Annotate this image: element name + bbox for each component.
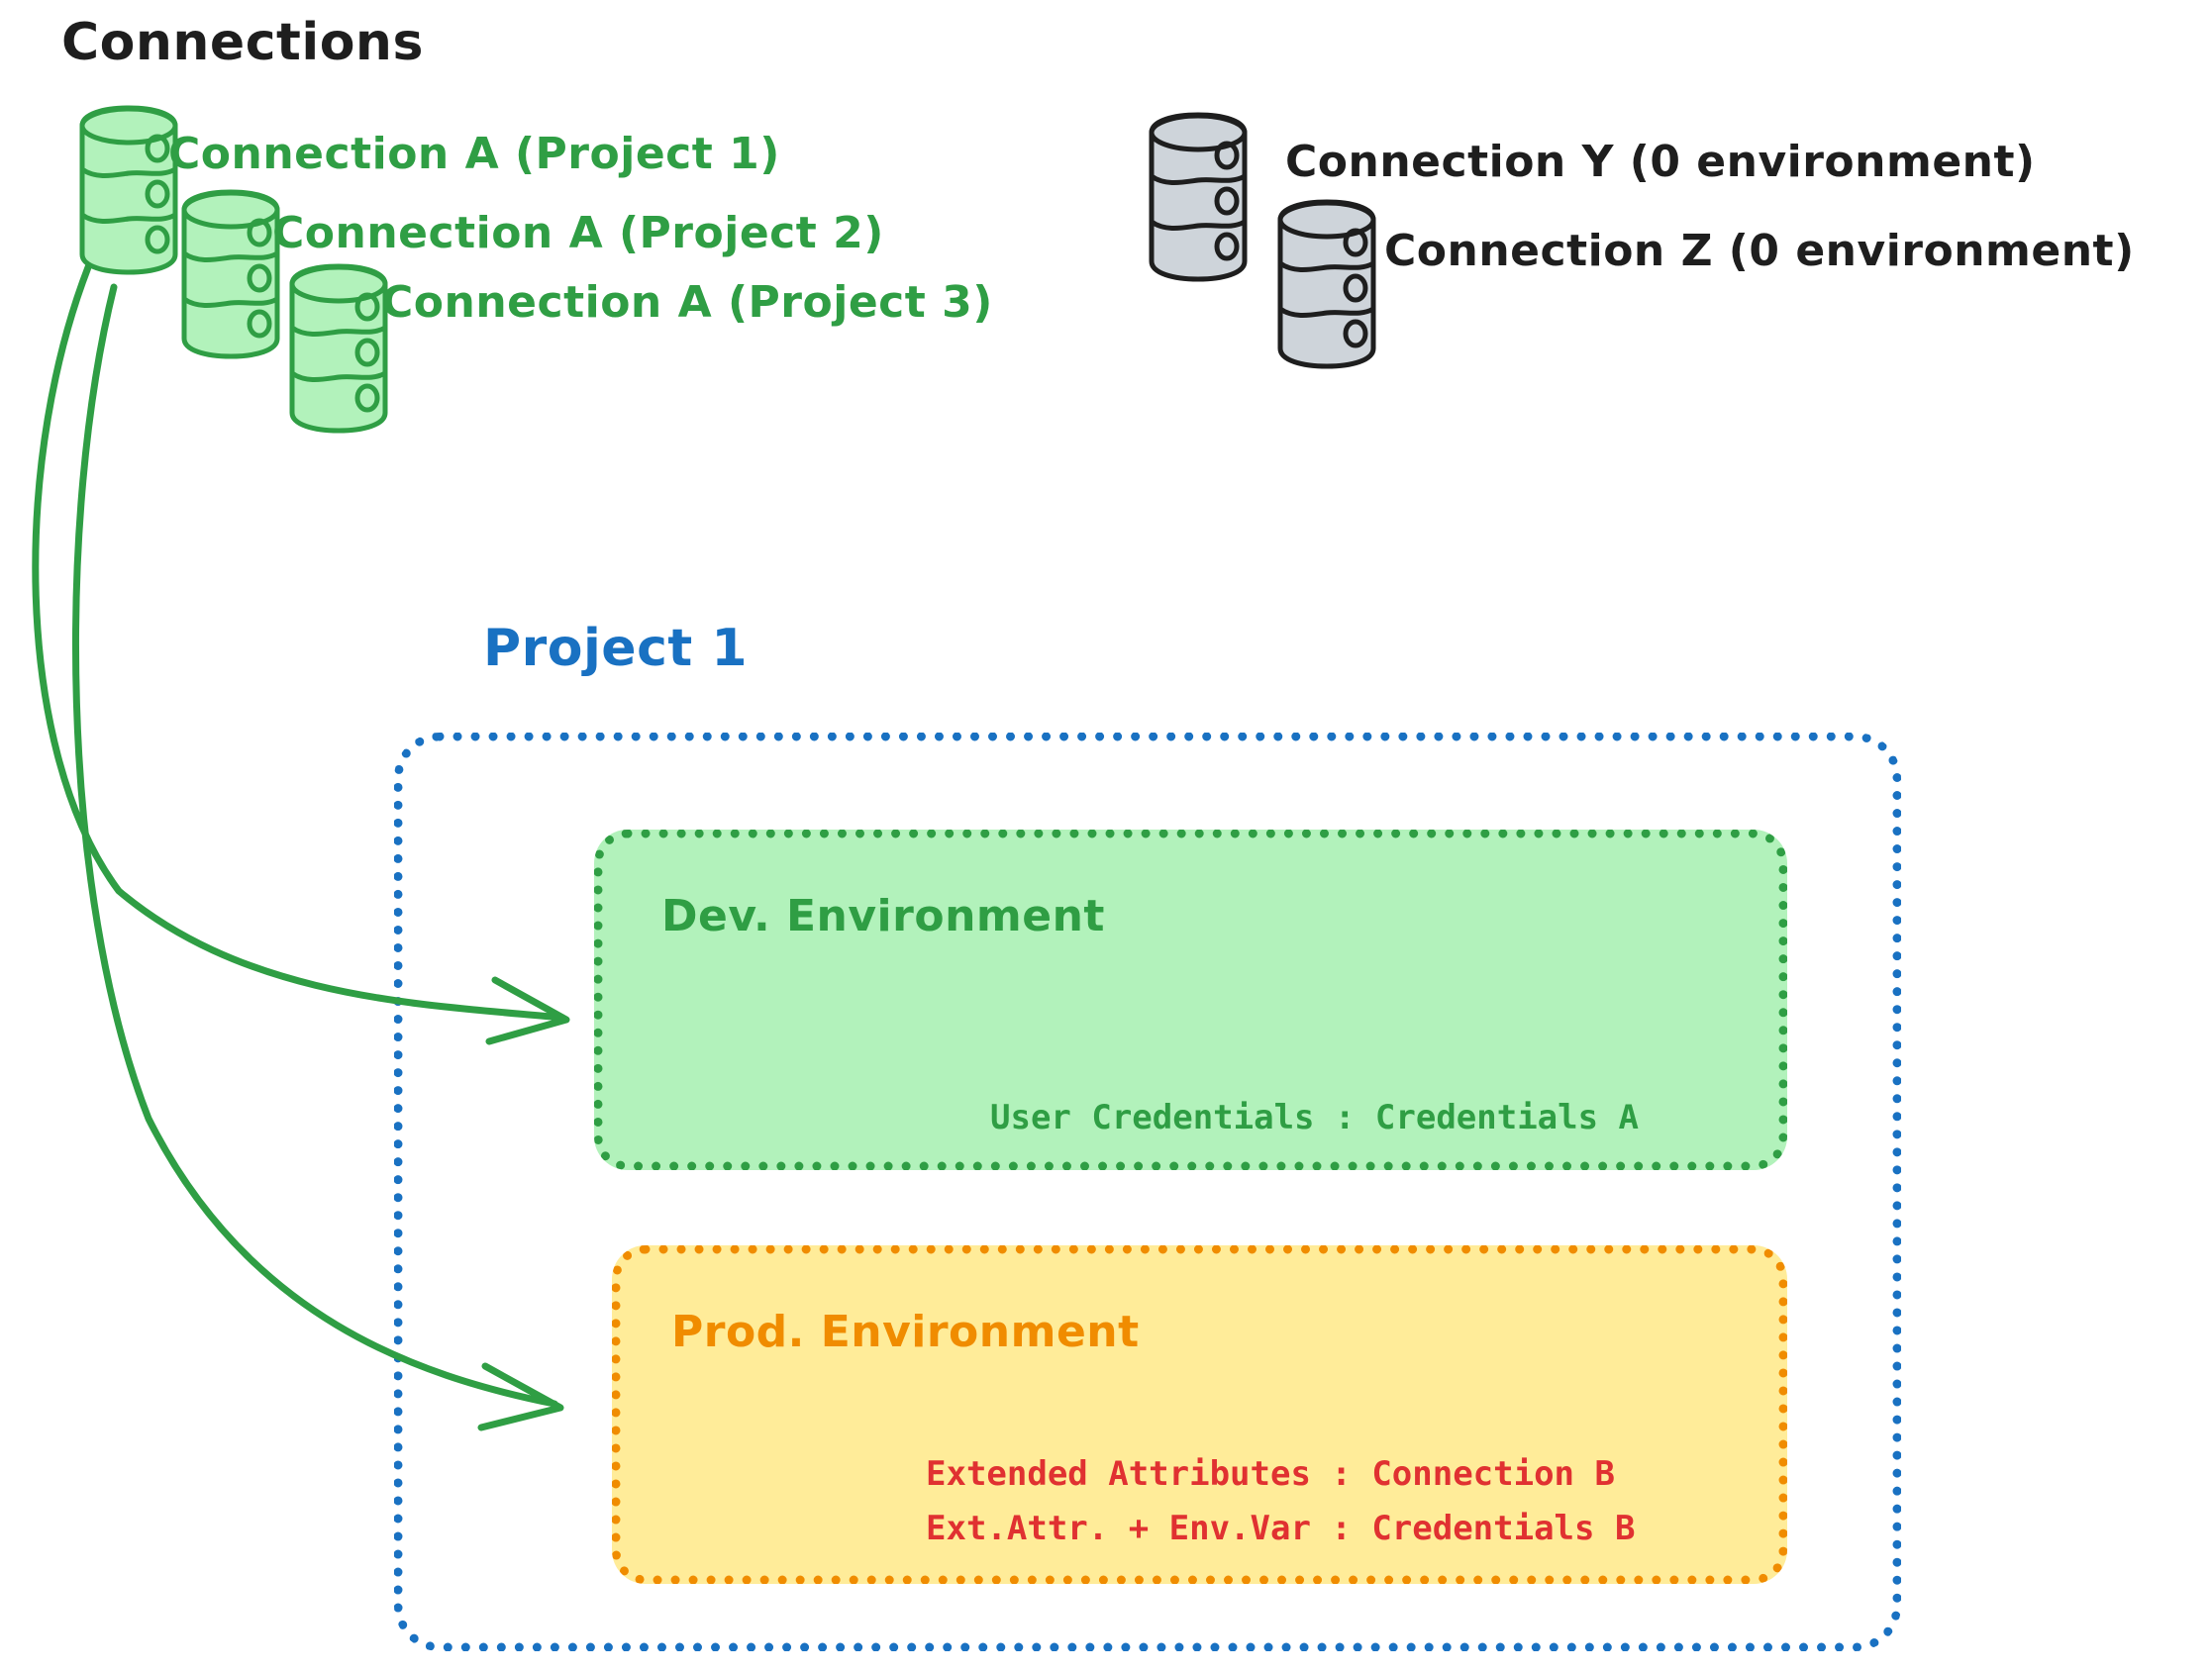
- dev-environment-title: Dev. Environment: [661, 891, 1105, 941]
- connection-label-a-project-3: Connection A (Project 3): [381, 277, 993, 328]
- prod-environment-container: [612, 1245, 1787, 1584]
- arrow-connection-a-to-prod: [71, 283, 564, 1431]
- connection-label-a-project-2: Connection A (Project 2): [272, 208, 884, 258]
- database-icon: [1280, 202, 1373, 366]
- project-label: Project 1: [483, 619, 748, 678]
- prod-environment-title: Prod. Environment: [671, 1307, 1140, 1357]
- connection-label-z: Connection Z (0 environment): [1384, 226, 2135, 276]
- database-icon: [82, 108, 175, 272]
- prod-credentials-row: Ext.Attr. + Env.Var : Credentials B: [926, 1509, 1635, 1548]
- database-icon: [1152, 115, 1245, 279]
- dev-environment-container: [594, 830, 1787, 1170]
- project-1-container: [394, 733, 1901, 1651]
- connection-label-a-project-1: Connection A (Project 1): [168, 129, 780, 179]
- database-icon: [184, 192, 277, 356]
- prod-attributes-row: Extended Attributes : Connection B: [926, 1454, 1615, 1494]
- dev-credentials-row: User Credentials : Credentials A: [990, 1098, 1639, 1137]
- arrow-connection-a-to-dev: [32, 248, 570, 1045]
- database-icon: [292, 266, 385, 431]
- diagram-title: Connections: [61, 13, 424, 72]
- connection-label-y: Connection Y (0 environment): [1285, 137, 2036, 187]
